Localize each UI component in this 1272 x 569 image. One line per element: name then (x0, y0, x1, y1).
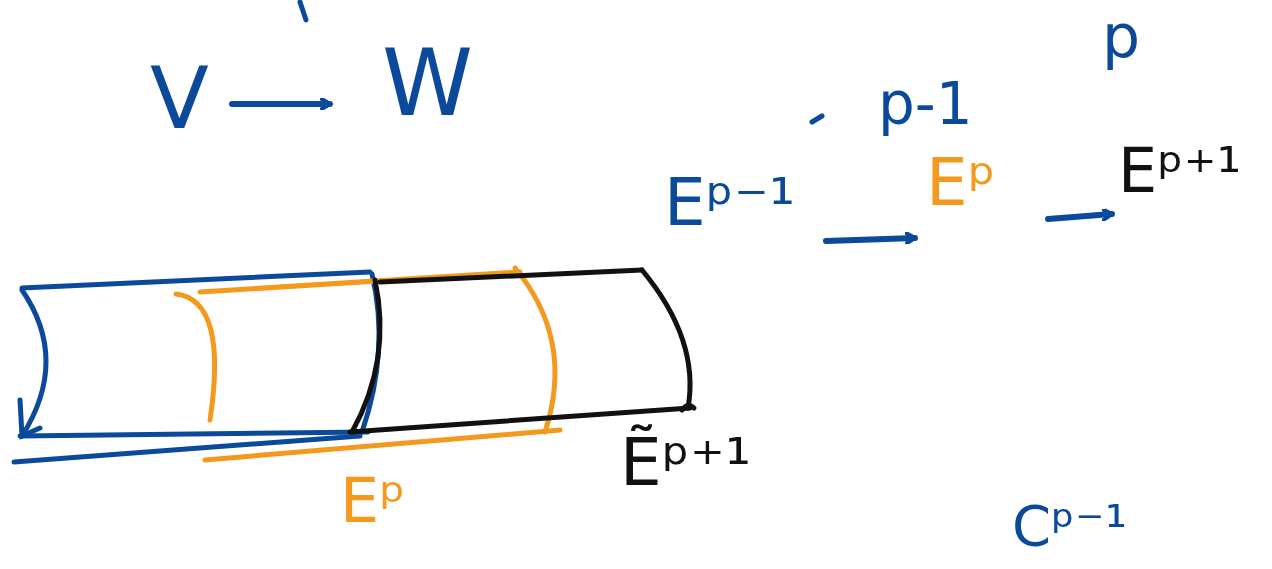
index-note: p (1102, 6, 1140, 66)
space-label: Cᵖ⁻¹ (1012, 498, 1127, 554)
tube-label: Ẽᵖ⁺¹ (620, 430, 751, 496)
space-label: Eᵖ⁻¹ (664, 170, 795, 236)
arrow-stroke (232, 101, 330, 107)
tube-label: Eᵖ (340, 470, 406, 532)
index-note: p-1 (878, 75, 973, 133)
pen-tick (812, 116, 822, 122)
space-label: Eᵖ⁺¹ (1118, 140, 1241, 202)
black-tube (350, 270, 694, 432)
space-label: Eᵖ (926, 150, 996, 216)
arrow-stroke (1048, 214, 1112, 219)
variable-letter: V (150, 55, 209, 141)
blue-tube (14, 272, 379, 462)
pen-tick (300, 2, 306, 20)
variable-letter: W (382, 38, 473, 130)
arrow-stroke (826, 238, 915, 241)
